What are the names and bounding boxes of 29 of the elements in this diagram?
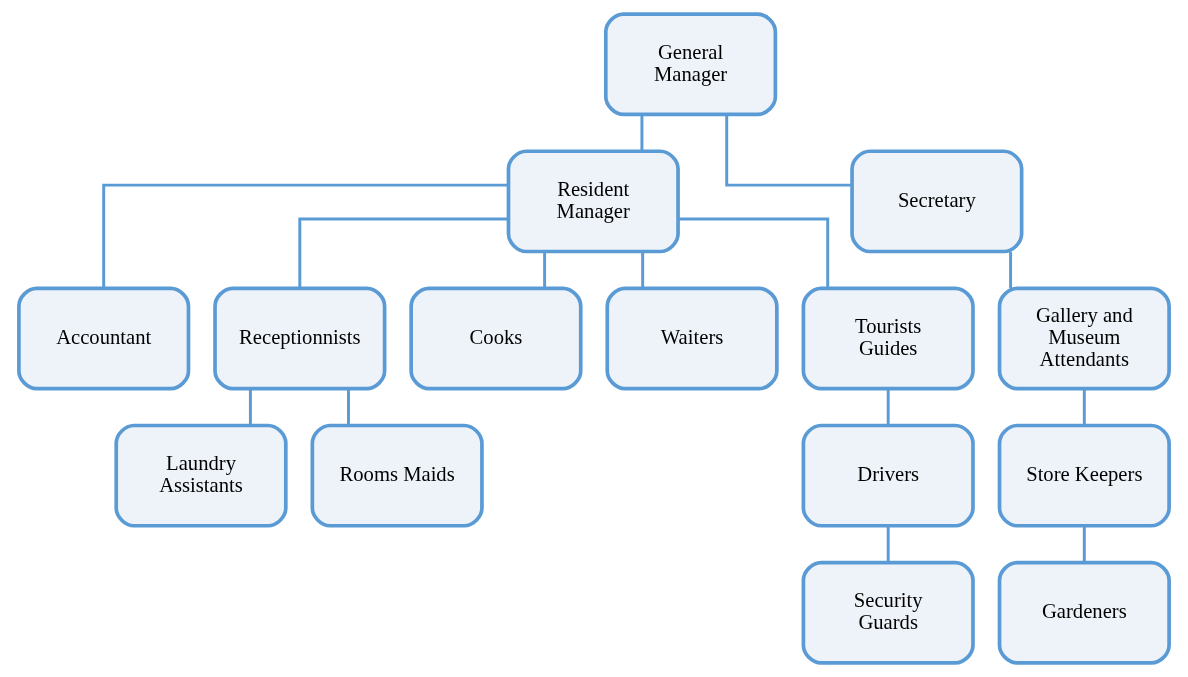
- node-box: Rooms Maids: [310, 423, 484, 528]
- connector: [248, 388, 252, 426]
- connector: [1009, 251, 1013, 289]
- node-box: Accountant: [17, 286, 191, 391]
- node-box: Drivers: [801, 423, 975, 528]
- node-box: Secretary: [850, 149, 1024, 254]
- connector: [886, 388, 890, 426]
- connector: [347, 388, 350, 426]
- connector: [102, 183, 508, 289]
- connector: [725, 114, 852, 187]
- node-box: Resident Manager: [506, 149, 680, 254]
- connector: [1082, 525, 1086, 563]
- node-box: Receptionnists: [213, 286, 387, 391]
- node-box: Gallery and Museum Attendants: [997, 286, 1171, 391]
- node-box: Gardeners: [997, 560, 1171, 665]
- connector: [1082, 388, 1086, 426]
- connector: [641, 251, 645, 289]
- node-box: Cooks: [409, 286, 583, 391]
- node-box: General Manager: [603, 12, 778, 117]
- connector: [678, 217, 830, 288]
- connector: [640, 114, 644, 152]
- node-box: Security Guards: [801, 560, 975, 665]
- connector: [298, 217, 509, 288]
- node-box: Laundry Assistants: [114, 423, 288, 528]
- node-box: Tourists Guides: [801, 286, 975, 391]
- connector: [543, 251, 547, 289]
- node-box: Store Keepers: [997, 423, 1171, 528]
- connector: [886, 525, 890, 563]
- node-box: Waiters: [605, 286, 779, 391]
